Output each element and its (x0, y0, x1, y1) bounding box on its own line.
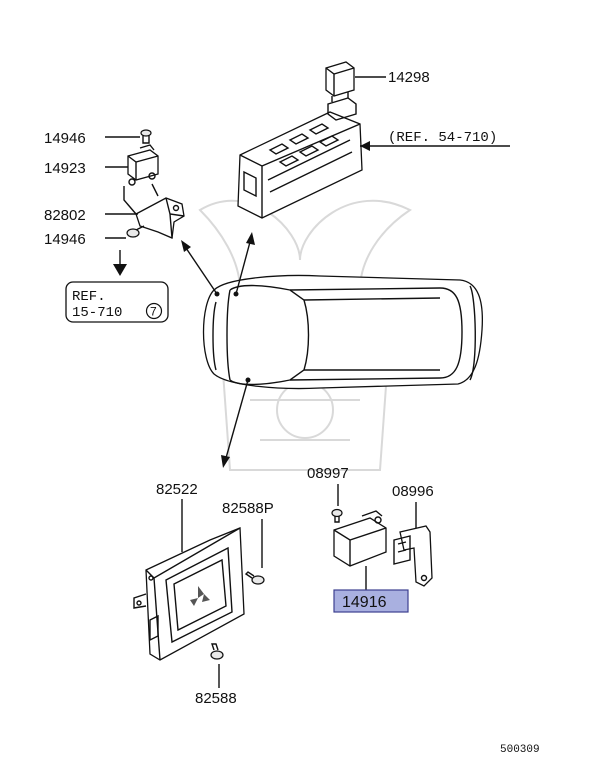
part-label-14923[interactable]: 14923 (44, 160, 86, 177)
part-label-14946-top[interactable]: 14946 (44, 130, 86, 147)
relay-14916-part (333, 510, 387, 567)
arrow-to-bracket-icon (181, 240, 191, 252)
screw-08997-part (331, 508, 343, 523)
sensor-14923-part (127, 144, 159, 186)
arrow-head-icon (360, 141, 370, 151)
reference-15-710-box[interactable]: REF. 15-710 7 (65, 281, 169, 323)
diagram-id-label: 500309 (500, 744, 540, 756)
control-unit-82522-part (133, 527, 245, 661)
highlighted-part-14916[interactable]: 14916 (333, 589, 409, 613)
part-label-08996[interactable]: 08996 (392, 483, 434, 500)
reference-15-710-line1: REF. (72, 289, 106, 305)
part-label-82588[interactable]: 82588 (195, 690, 237, 707)
bolt-14946-bottom-part (126, 225, 145, 238)
part-label-14946-bottom[interactable]: 14946 (44, 231, 86, 248)
bracket-82802-part (123, 183, 185, 239)
reference-15-710-line2: 15-710 (72, 305, 122, 321)
bolt-82588P-part (244, 571, 265, 585)
part-label-82588P[interactable]: 82588P (222, 500, 274, 517)
bracket-08996-part (393, 525, 433, 587)
bolt-82588-part (210, 643, 224, 660)
circled-number-icon (145, 302, 163, 320)
part-label-14298[interactable]: 14298 (388, 69, 430, 86)
part-label-14916: 14916 (342, 594, 387, 611)
part-label-08997[interactable]: 08997 (307, 465, 349, 482)
vehicle-outline (202, 274, 484, 390)
junction-block-part (237, 97, 363, 219)
part-label-82802[interactable]: 82802 (44, 207, 86, 224)
relay-14298-part (325, 61, 355, 102)
arrow-to-junction-icon (246, 232, 255, 245)
reference-54-710-label[interactable]: (REF. 54-710) (388, 130, 497, 146)
arrow-to-ecu-icon (221, 455, 230, 468)
bolt-14946-top-part (140, 129, 152, 144)
reference-15-710-circle-number: 7 (150, 305, 157, 319)
down-arrow-icon (113, 264, 127, 276)
part-label-82522[interactable]: 82522 (156, 481, 198, 498)
